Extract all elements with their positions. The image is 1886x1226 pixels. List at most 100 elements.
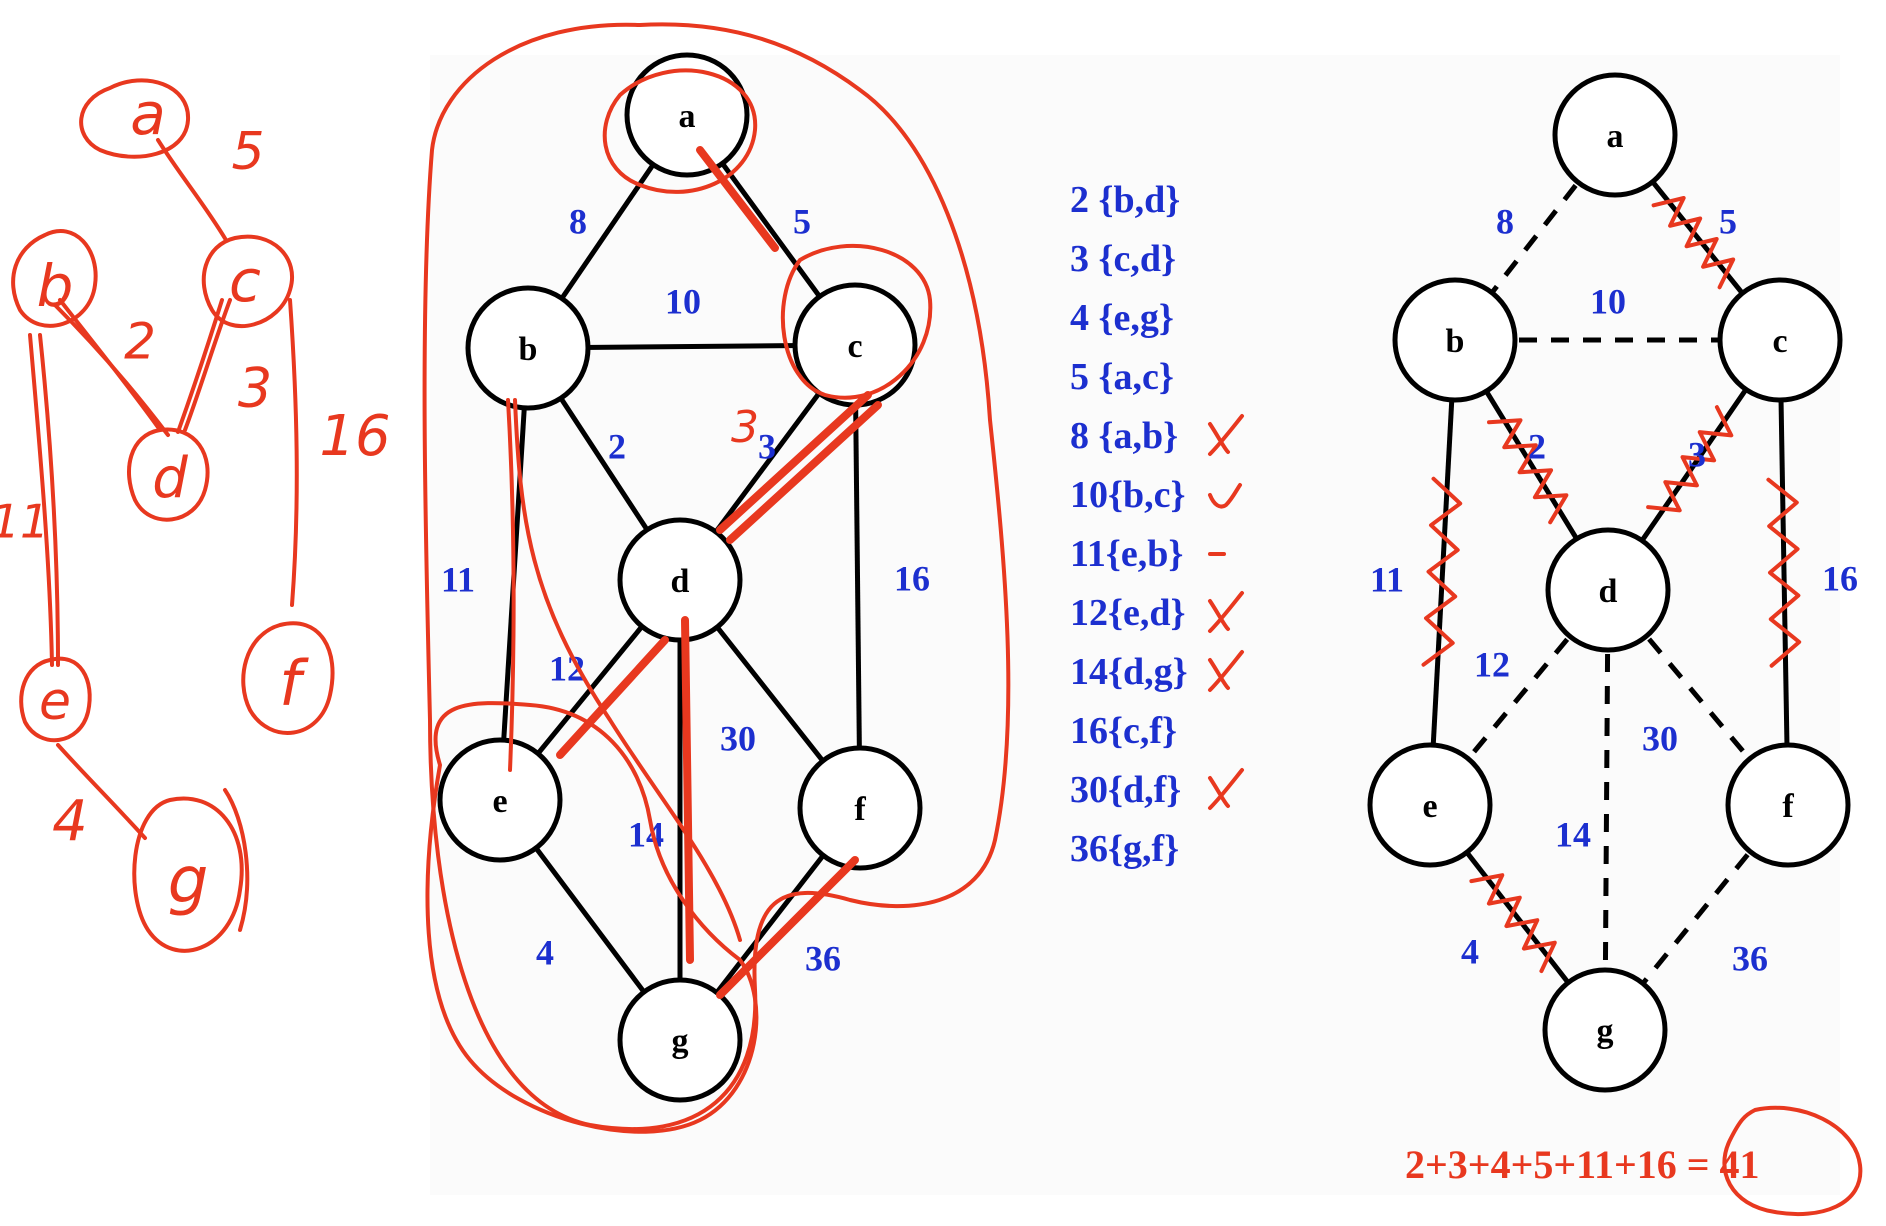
graph-edge-b-e xyxy=(1427,339,1458,806)
graph-node-label: b xyxy=(1446,323,1465,360)
graph-edge-d-g xyxy=(1602,589,1611,1031)
sorted-edge-item: 3 {c,d} xyxy=(1070,238,1176,280)
cluster-annotation-lower xyxy=(425,701,759,1134)
edge-weight-label: 2 xyxy=(608,426,626,466)
edge-mark-d-e xyxy=(556,636,669,759)
edge-mark-c-d xyxy=(716,391,872,534)
graph-node-label: c xyxy=(1772,323,1787,360)
sketch-edge-e-g xyxy=(56,743,147,840)
graph-node-label: a xyxy=(679,98,696,135)
sketch-node-label: e xyxy=(39,672,71,732)
mst-total-weight: 2+3+4+5+11+16 = 41 xyxy=(1405,1142,1760,1187)
edge-weight-label: 5 xyxy=(793,201,811,241)
edge-checkmark xyxy=(1208,768,1244,810)
graph-node-f xyxy=(797,745,923,871)
mst-graph-nodes: a b c d e f g xyxy=(1367,72,1851,1093)
sketch-weight-label: 11 xyxy=(0,495,49,549)
total-highlight xyxy=(1722,1105,1863,1217)
edge-weight-label: 16 xyxy=(1822,558,1858,598)
edge-mark-b-e xyxy=(506,398,516,772)
edge-weight-label: 8 xyxy=(1496,201,1514,241)
mst-edge-marks xyxy=(1421,196,1802,974)
mst-edge-squiggle-b-e xyxy=(1421,476,1463,667)
edge-weight-label: 3 xyxy=(758,426,776,466)
mst-edge-squiggle-e-g xyxy=(1469,873,1557,974)
sketch-node-f xyxy=(241,621,335,735)
graph-node-label: c xyxy=(847,328,862,365)
sketch-node-label: d xyxy=(152,446,188,511)
sorted-edge-item: 36{g,f} xyxy=(1070,828,1179,870)
mst-edge-squiggle-b-d xyxy=(1487,418,1569,525)
graph-node-label: g xyxy=(1597,1013,1614,1050)
sketch-weight-label: 4 xyxy=(52,789,88,854)
sorted-edge-item: 16{c,f} xyxy=(1070,710,1177,752)
edge-weight-label: 16 xyxy=(894,558,930,598)
sorted-edge-item: 11{e,b} xyxy=(1070,533,1183,575)
edge-weight-label: 4 xyxy=(1461,931,1479,971)
graph-node-f xyxy=(1725,742,1851,868)
edge-weight-label: 8 xyxy=(569,201,587,241)
sketch-node-label: a xyxy=(130,80,166,148)
graph-node-g xyxy=(617,977,743,1103)
sorted-edge-item: 4 {e,g} xyxy=(1070,297,1174,339)
edge-weight-label: 10 xyxy=(665,281,701,321)
sketch-node-g-stroke xyxy=(223,788,250,932)
graph-node-label: d xyxy=(1599,573,1618,610)
edge-checkmark xyxy=(1208,650,1244,692)
edge-weight-label: 12 xyxy=(1474,644,1510,684)
sorted-edge-item: 8 {a,b} xyxy=(1070,415,1178,457)
sketch-weight-label: 5 xyxy=(231,122,264,182)
edge-weight-label: 2 xyxy=(1528,426,1546,466)
edge-mark-c-d-stroke xyxy=(726,401,882,544)
graph-node-label: g xyxy=(672,1023,689,1060)
edge-mark-f-g xyxy=(716,856,859,999)
edge-weight-label: 36 xyxy=(1732,938,1768,978)
edge-weight-label: 30 xyxy=(720,718,756,758)
edge-weight-label: 14 xyxy=(1555,814,1591,854)
sketch-node-d xyxy=(127,427,210,522)
sorted-edge-item: 14{d,g} xyxy=(1070,651,1188,693)
edge-checkmark xyxy=(1208,591,1244,633)
handwritten-mst-sketch: a b c d e f g 5 2 3 16 11 4 xyxy=(0,78,391,953)
annotation-digit: 3 xyxy=(731,402,759,453)
sketch-node-g xyxy=(132,796,244,953)
edge-mark-b-g xyxy=(513,398,742,942)
graph-edge-c-f xyxy=(1777,339,1791,806)
graph-node-a xyxy=(624,52,750,178)
graph-node-d xyxy=(617,517,743,643)
sketch-weight-label: 3 xyxy=(238,357,272,420)
graph-annotations: 3 xyxy=(422,22,1011,1134)
graph-node-label: a xyxy=(1607,118,1624,155)
edge-weight-label: 4 xyxy=(536,932,554,972)
node-highlight-a xyxy=(602,68,758,194)
edge-checkmark xyxy=(1208,414,1244,456)
node-highlight-c xyxy=(780,244,933,400)
edge-weight-label: 10 xyxy=(1590,281,1626,321)
edge-weight-label: 11 xyxy=(1370,559,1404,599)
sorted-edge-item: 12{e,d} xyxy=(1070,592,1185,634)
sketch-node-label: c xyxy=(229,247,261,315)
graph-node-label: f xyxy=(854,791,866,828)
sketch-node-label: g xyxy=(168,845,209,919)
sorted-edge-item: 10{b,c} xyxy=(1070,474,1185,516)
sketch-edge-b-e xyxy=(28,333,54,667)
sketch-node-e xyxy=(19,656,92,743)
sorted-edge-item: 2 {b,d} xyxy=(1070,179,1180,221)
sketch-edge-c-d xyxy=(183,298,232,432)
mst-edge-squiggle-c-f xyxy=(1766,477,1802,668)
sketch-edge-b-e-stroke xyxy=(38,333,60,667)
mst-edge-squiggle-a-c xyxy=(1651,196,1736,290)
sketch-node-a xyxy=(79,78,191,159)
sketch-weight-label: 16 xyxy=(319,404,390,469)
mst-edge-squiggle-c-d xyxy=(1646,405,1734,513)
graph-node-label: e xyxy=(492,783,507,820)
graph-node-label: e xyxy=(1422,788,1437,825)
edge-weight-label: 11 xyxy=(441,559,475,599)
graph-node-label: f xyxy=(1782,788,1794,825)
